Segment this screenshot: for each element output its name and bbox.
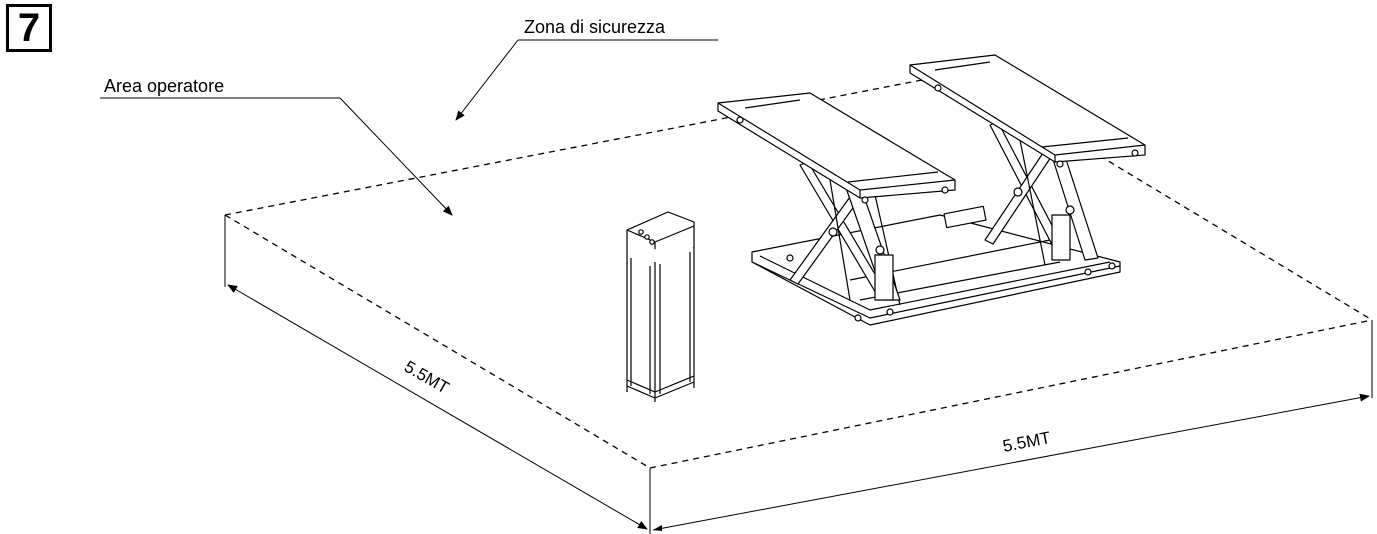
control-console xyxy=(626,211,695,402)
front-dimension-label: 5.5MT xyxy=(1001,428,1052,456)
figure-number: 7 xyxy=(6,4,52,52)
safety-zone-label: Zona di sicurezza xyxy=(524,17,666,37)
operator-area-label: Area operatore xyxy=(104,76,224,96)
dimension-lines xyxy=(224,215,1373,534)
scissor-lift xyxy=(717,54,1146,326)
dim-arrow-front-start xyxy=(653,525,662,531)
dim-arrow-left-start xyxy=(228,285,237,291)
label-leaders xyxy=(100,39,718,216)
left-dimension-label: 5.5MT xyxy=(401,357,452,398)
